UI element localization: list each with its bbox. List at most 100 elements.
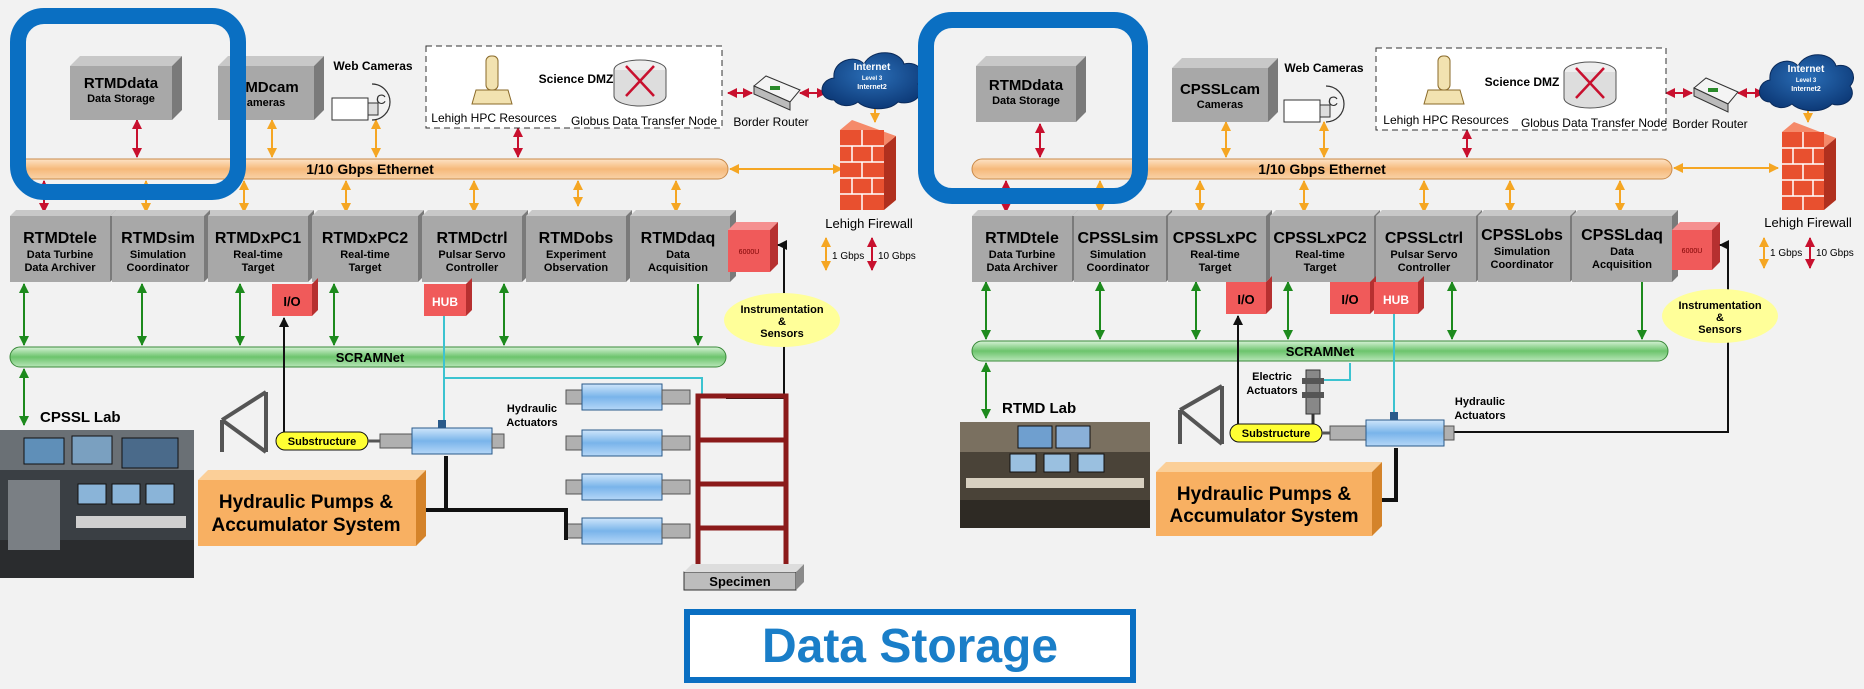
left-lab: CPSSL Lab	[0, 409, 194, 578]
node-name: RTMDdaq	[641, 230, 716, 247]
right-speed-legend: 1 Gbps 10 Gbps	[1759, 237, 1854, 269]
node-line1: Experiment	[546, 249, 606, 261]
node-line1: Simulation	[1494, 246, 1551, 258]
left-storage-node: RTMDdata Data Storage	[70, 56, 182, 120]
left-node-rtmdctrl	[422, 210, 528, 282]
pumps-line1: Hydraulic Pumps &	[219, 492, 393, 513]
node-line1: Real-time	[1295, 249, 1345, 261]
legend-1gbps: 1 Gbps	[832, 251, 864, 262]
internet-line1: Internet	[1788, 64, 1825, 75]
storage-name: RTMDdata	[989, 77, 1064, 94]
actuator-icon	[379, 420, 505, 455]
right-hydraulic-label: Hydraulic Actuators	[1454, 396, 1505, 422]
left-ethernet-bus: 1/10 Gbps Ethernet	[11, 158, 729, 180]
left-scramnet-label: SCRAMNet	[336, 350, 405, 365]
hydraulic-line1: Hydraulic	[507, 403, 557, 415]
router-icon	[1563, 61, 1617, 109]
left-actuator-stack	[565, 383, 691, 545]
internet-line1: Internet	[854, 62, 891, 73]
sensors-line3: Sensors	[760, 328, 803, 340]
cam-name: MDcam	[245, 79, 298, 96]
right-io-label-2: I/O	[1341, 292, 1358, 307]
pumps-line1: Hydraulic Pumps &	[1177, 484, 1351, 505]
right-science-dmz: Science DMZ Lehigh HPC Resources Globus …	[1375, 47, 1667, 131]
internet-line3: Internet2	[857, 84, 887, 91]
electric-actuator-icon	[1302, 369, 1324, 426]
node-name: RTMDtele	[985, 230, 1059, 247]
hpc-label: Lehigh HPC Resources	[431, 111, 556, 125]
node-line2: Controller	[1398, 262, 1451, 274]
border-router-icon	[753, 75, 801, 111]
actuator-icon	[565, 517, 691, 545]
left-speed-legend: 1 Gbps 10 Gbps	[821, 237, 916, 271]
node-line1: Data	[666, 249, 691, 261]
hpc-label: Lehigh HPC Resources	[1383, 113, 1508, 127]
right-scramnet-links	[981, 281, 1647, 419]
lab-photo	[0, 430, 194, 578]
node-line2: Target	[1199, 262, 1232, 274]
camera-icon: C	[331, 83, 391, 121]
left-hub-label: HUB	[432, 295, 458, 309]
right-daq-unit-label: 6000U	[1682, 248, 1703, 255]
right-substructure: Substructure	[1178, 384, 1455, 447]
hydraulic-line2: Actuators	[1454, 410, 1505, 422]
page-title: Data Storage	[761, 619, 1059, 673]
node-line1: Simulation	[1090, 249, 1147, 261]
right-node-cpssldaq	[1572, 210, 1678, 282]
left-internet-cloud: Internet Level 3 Internet2	[821, 52, 923, 110]
left-specimen-frame	[695, 393, 789, 568]
lab-photo	[960, 422, 1150, 528]
right-io-box-1: I/O	[1226, 276, 1272, 314]
internet-line3: Internet2	[1791, 86, 1821, 93]
left-pumps: Hydraulic Pumps & Accumulator System	[198, 470, 426, 546]
left-hub-lines	[443, 315, 703, 424]
node-line2: Target	[242, 262, 275, 274]
internet-line2: Level 3	[862, 76, 883, 82]
node-line2: Observation	[544, 262, 608, 274]
node-line2: Data Archiver	[24, 262, 96, 274]
left-system: 1/10 Gbps Ethernet SCRAMNet	[0, 8, 923, 591]
substructure-label: Substructure	[288, 436, 356, 448]
left-node-rtmdxpc2	[312, 210, 424, 282]
right-cam-node: CPSSLcam Cameras	[1172, 58, 1278, 122]
left-hydraulic-lines	[416, 456, 568, 540]
node-name: RTMDtele	[23, 230, 97, 247]
sensors-line1: Instrumentation	[1678, 300, 1761, 312]
actuator-icon	[565, 429, 691, 457]
firewall-icon	[1782, 122, 1836, 210]
hpc-icon	[1423, 55, 1465, 105]
border-router-label: Border Router	[733, 115, 808, 129]
node-line2: Coordinator	[127, 262, 191, 274]
left-web-camera: Web Cameras C	[331, 59, 413, 121]
node-line1: Pulsar Servo	[438, 249, 506, 261]
left-node-rtmdsim	[110, 210, 216, 282]
internet-line2: Level 3	[1796, 78, 1817, 84]
node-line2: Controller	[446, 262, 499, 274]
node-name: CPSSLctrl	[1385, 230, 1463, 247]
globus-label: Globus Data Transfer Node	[1521, 116, 1667, 130]
right-node-rtmdtele	[972, 210, 1078, 282]
node-line1: Simulation	[130, 249, 187, 261]
left-specimen: Specimen	[683, 564, 804, 591]
node-name: CPSSLsim	[1078, 230, 1159, 247]
dmz-title: Science DMZ	[1485, 75, 1560, 89]
node-line1: Data Turbine	[989, 249, 1055, 261]
firewall-label: Lehigh Firewall	[1764, 215, 1852, 230]
left-border-router: Border Router	[733, 75, 809, 129]
cam-sub: ameras	[247, 97, 286, 109]
left-substructure: Substructure	[220, 390, 505, 455]
left-scramnet-links	[19, 283, 703, 426]
border-router-icon	[1693, 77, 1739, 113]
right-node-cpsslxpc	[1168, 210, 1272, 282]
left-highlight-frame	[10, 8, 246, 200]
right-lab: RTMD Lab	[960, 400, 1150, 528]
right-sensors: Instrumentation & Sensors	[1662, 289, 1778, 343]
node-line1: Real-time	[233, 249, 283, 261]
left-ethernet-label: 1/10 Gbps Ethernet	[306, 161, 434, 177]
actuator-icon	[1329, 412, 1455, 447]
legend-10gbps: 10 Gbps	[878, 251, 916, 262]
left-io-box: I/O	[272, 278, 318, 316]
node-line1: Data Turbine	[27, 249, 93, 261]
node-name: CPSSLxPC	[1173, 230, 1258, 247]
left-node-rtmdxpc1	[208, 210, 314, 282]
